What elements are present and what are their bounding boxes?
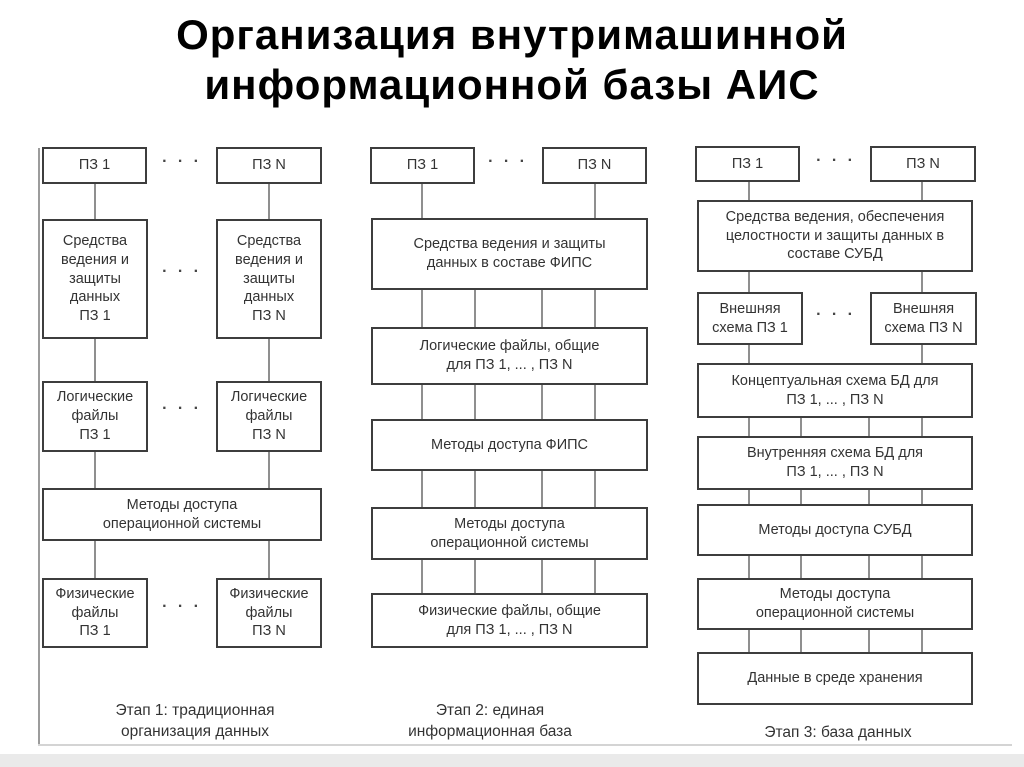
ellipsis-dots: · · · (162, 598, 202, 615)
connector-line (268, 184, 270, 219)
page-title-line2: информационной базы АИС (204, 60, 820, 108)
connector-line (474, 385, 476, 419)
connector-line (800, 490, 802, 504)
connector-line (868, 630, 870, 652)
connector-line (421, 560, 423, 593)
connector-line (921, 345, 923, 363)
stage1-maintenance-pzn-box: Средства ведения и защиты данных ПЗ N (216, 219, 322, 339)
connector-line (748, 182, 750, 200)
connector-line (474, 290, 476, 327)
stage3-caption: Этап 3: база данных (764, 724, 912, 741)
bottom-edge-strip (0, 754, 1024, 767)
stage2-pz1-box: ПЗ 1 (370, 147, 475, 184)
connector-line (748, 418, 750, 436)
connector-line (268, 452, 270, 488)
stage3-dbms-access-box: Методы доступа СУБД (697, 504, 973, 556)
ellipsis-dots: · · · (488, 153, 528, 170)
ellipsis-dots: · · · (162, 153, 202, 170)
stage1-logical-files-pz1-box: Логические файлы ПЗ 1 (42, 381, 148, 452)
connector-line (268, 541, 270, 578)
connector-line (748, 345, 750, 363)
baseline-rule (38, 744, 1012, 746)
stage1-os-access-box: Методы доступа операционной системы (42, 488, 322, 541)
ellipsis-dots: · · · (816, 306, 856, 323)
stage3-conceptual-schema-box: Концептуальная схема БД для ПЗ 1, ... , … (697, 363, 973, 418)
connector-line (921, 272, 923, 292)
connector-line (594, 560, 596, 593)
stage3-pzn-box: ПЗ N (870, 146, 976, 182)
stage3-external-schema-pzn-box: Внешняя схема ПЗ N (870, 292, 977, 345)
connector-line (421, 184, 423, 218)
stage1-physical-files-pzn-box: Физические файлы ПЗ N (216, 578, 322, 648)
stage1-physical-files-pz1-box: Физические файлы ПЗ 1 (42, 578, 148, 648)
connector-line (541, 385, 543, 419)
left-frame-line (38, 148, 40, 746)
stage1-logical-files-pzn-box: Логические файлы ПЗ N (216, 381, 322, 452)
connector-line (921, 182, 923, 200)
connector-line (921, 418, 923, 436)
connector-line (94, 452, 96, 488)
connector-line (268, 339, 270, 381)
connector-line (800, 556, 802, 578)
stage3-external-schema-pz1-box: Внешняя схема ПЗ 1 (697, 292, 803, 345)
connector-line (474, 471, 476, 507)
connector-line (921, 490, 923, 504)
stage3-pz1-box: ПЗ 1 (695, 146, 800, 182)
stage3-os-access-box: Методы доступа операционной системы (697, 578, 973, 630)
connector-line (800, 418, 802, 436)
page-title-line1: Организация внутримашинной (176, 11, 848, 58)
connector-line (868, 418, 870, 436)
stage1-caption: Этап 1: традиционная организация данных (115, 702, 275, 740)
stage3-storage-data-box: Данные в среде хранения (697, 652, 973, 705)
stage2-physical-files-box: Физические файлы, общие для ПЗ 1, ... , … (371, 593, 648, 648)
ellipsis-dots: · · · (816, 152, 856, 169)
connector-line (594, 290, 596, 327)
connector-line (94, 339, 96, 381)
connector-line (94, 541, 96, 578)
connector-line (748, 272, 750, 292)
connector-line (800, 630, 802, 652)
connector-line (541, 290, 543, 327)
stage1-maintenance-pz1-box: Средства ведения и защиты данных ПЗ 1 (42, 219, 148, 339)
connector-line (421, 385, 423, 419)
connector-line (748, 556, 750, 578)
connector-line (594, 385, 596, 419)
stage3-maintenance-box: Средства ведения, обеспечения целостност… (697, 200, 973, 272)
connector-line (594, 184, 596, 218)
connector-line (594, 471, 596, 507)
connector-line (541, 471, 543, 507)
connector-line (541, 560, 543, 593)
connector-line (94, 184, 96, 219)
ellipsis-dots: · · · (162, 400, 202, 417)
stage1-pz1-box: ПЗ 1 (42, 147, 147, 184)
connector-line (748, 490, 750, 504)
connector-line (421, 471, 423, 507)
stage2-os-access-box: Методы доступа операционной системы (371, 507, 648, 560)
connector-line (474, 560, 476, 593)
ellipsis-dots: · · · (162, 263, 202, 280)
connector-line (921, 630, 923, 652)
stage2-maintenance-box: Средства ведения и защиты данных в соста… (371, 218, 648, 290)
connector-line (421, 290, 423, 327)
stage1-pzn-box: ПЗ N (216, 147, 322, 184)
stage3-internal-schema-box: Внутренняя схема БД для ПЗ 1, ... , ПЗ N (697, 436, 973, 490)
connector-line (748, 630, 750, 652)
connector-line (868, 490, 870, 504)
stage2-caption: Этап 2: единая информационная база (408, 702, 572, 740)
connector-line (868, 556, 870, 578)
connector-line (921, 556, 923, 578)
stage2-fips-access-box: Методы доступа ФИПС (371, 419, 648, 471)
stage2-logical-files-box: Логические файлы, общие для ПЗ 1, ... , … (371, 327, 648, 385)
stage2-pzn-box: ПЗ N (542, 147, 647, 184)
